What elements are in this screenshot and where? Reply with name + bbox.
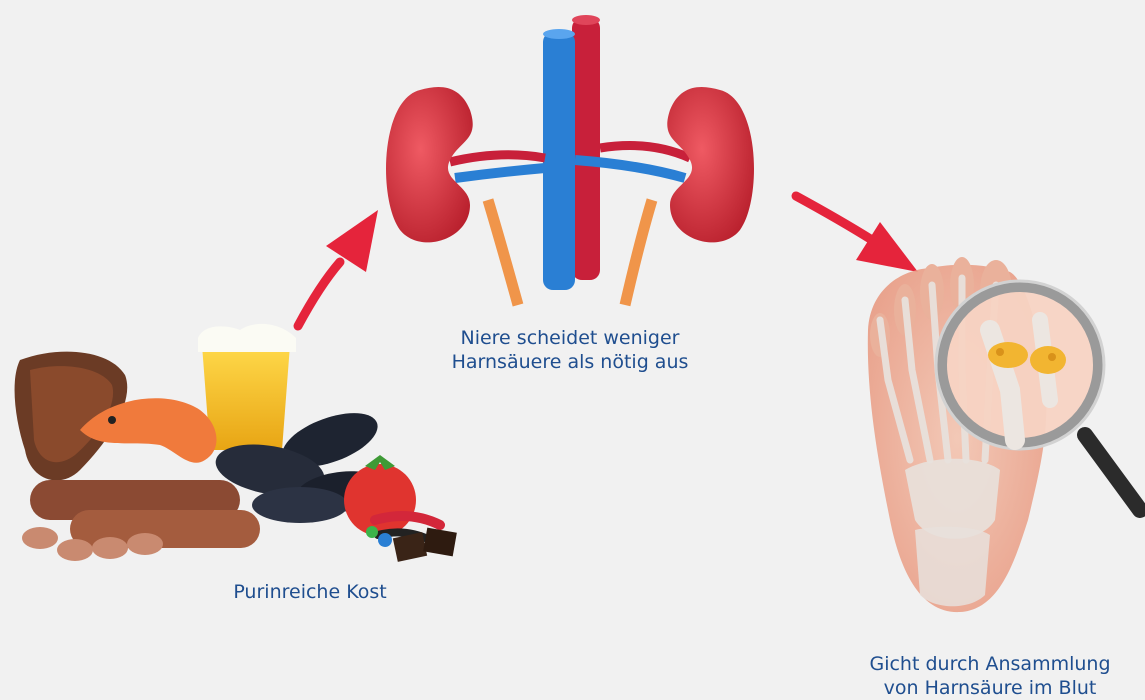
foot-xray-illustration	[868, 257, 1140, 612]
kidney-label-line-1: Niere scheidet weniger	[420, 326, 720, 350]
kidney-step-label: Niere scheidet weniger Harnsäuere als nö…	[420, 326, 720, 374]
diet-label: Purinreiche Kost	[180, 580, 440, 604]
diet-step-label: Purinreiche Kost	[180, 580, 440, 604]
food-illustration	[15, 324, 457, 562]
gout-step-label: Gicht durch Ansammlung von Harnsäure im …	[835, 652, 1145, 700]
arrow-icon	[298, 210, 378, 326]
gout-label-line-1: Gicht durch Ansammlung	[835, 652, 1145, 676]
arrow-icon	[796, 196, 918, 272]
kidney-illustration	[386, 15, 754, 305]
kidney-label-line-2: Harnsäuere als nötig aus	[420, 350, 720, 374]
gout-label-line-2: von Harnsäure im Blut	[835, 676, 1145, 700]
